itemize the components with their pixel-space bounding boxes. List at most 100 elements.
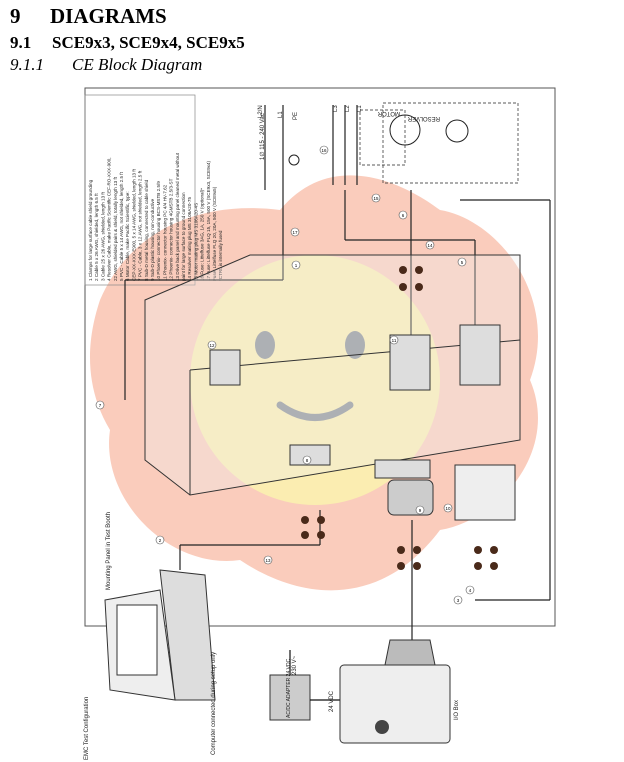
svg-text:8: 8: [306, 458, 309, 463]
sub-d-plug: [387, 479, 434, 516]
pe-label: PE: [293, 112, 299, 120]
legend-item: *CTRL is internally fused: [218, 230, 223, 281]
emc-label: EMC Test Configuration: [84, 697, 90, 760]
eye-icon: [345, 331, 365, 359]
svg-text:16: 16: [321, 148, 327, 153]
legend-item: 12 Phoenix- connector housing 4GMSTB 2.5…: [169, 178, 174, 281]
legend-item: 16 Fuse: Littelfuse 3AG, 1A, 250 V (opti…: [200, 188, 205, 281]
servo-drive: [144, 254, 521, 521]
power-connector: [389, 334, 431, 391]
motor-symbol: [389, 114, 421, 146]
legend-item: 3 Cable 25 x 26 AWG, shielded, length 13…: [100, 191, 105, 281]
l2n-label: L2/N: [258, 105, 264, 118]
legend-item: 2 Cable 5 x 26 AWG, shielded, length 6.5…: [94, 193, 99, 281]
vdc-label: 24 VDC: [329, 690, 335, 712]
svg-text:2: 2: [159, 538, 162, 543]
io-sub-d-plug: [384, 639, 436, 666]
svg-text:10: 10: [445, 506, 451, 511]
svg-text:12: 12: [209, 343, 215, 348]
motor-connector: [459, 324, 501, 386]
svg-text:17: 17: [292, 230, 298, 235]
svg-text:4: 4: [469, 588, 472, 593]
wiring: [124, 102, 551, 640]
heading-number: 9.1.1: [10, 55, 44, 74]
callout-17: 17: [290, 227, 300, 237]
legend: 1 Clamps for large surface cable shield …: [88, 152, 223, 281]
legend-item: 17 Fuse: Littelfuse FLQ 15, 15A, 500 V (…: [206, 161, 211, 281]
sub-d-connector-25: [374, 459, 431, 479]
heading-number: 9: [10, 4, 21, 28]
callout-14: 14: [425, 240, 435, 250]
resolver-symbol: [445, 119, 469, 143]
legend-box: [84, 94, 196, 286]
svg-text:7: 7: [99, 403, 102, 408]
acdc-adapter: [269, 674, 311, 721]
legend-item: 13 Drive back panel and mounting panel c…: [175, 152, 180, 281]
callout-11: 11: [389, 335, 399, 345]
heading-diagrams: 9 DIAGRAMS: [10, 4, 167, 29]
svg-text:13: 13: [265, 558, 271, 563]
heading-title: DIAGRAMS: [50, 4, 167, 28]
ground-symbol-icon: [288, 154, 300, 166]
svg-text:1: 1: [295, 263, 298, 268]
legend-item: 9 Sub-D plastic housing, non-conductive: [150, 198, 155, 281]
callout-7: 7: [95, 400, 105, 410]
callout-10: 10: [443, 503, 453, 513]
resolver-connector: [454, 464, 516, 521]
callout-13: 13: [263, 555, 273, 565]
svg-text:3: 3: [457, 598, 460, 603]
legend-item: paint for large surface to ground connec…: [181, 192, 186, 281]
io-knob: [375, 720, 389, 734]
l1-label: L1: [278, 111, 284, 118]
mounting-panel-label: Mounting Panel in Test Booth: [106, 512, 112, 590]
svg-text:14: 14: [427, 243, 433, 248]
adapter-label: AC/DC ADAPTER 24 VDC: [286, 658, 292, 718]
legend-item: 14 Resolver mating plug MS 3106A20-75: [187, 197, 192, 281]
callout-16: 16: [319, 145, 329, 155]
l1b-label: L1: [357, 105, 363, 112]
svg-text:11: 11: [392, 338, 397, 343]
callout-9: 9: [415, 505, 425, 515]
legend-item: 6 Motor Cable, make Pacific Scientific, …: [125, 191, 130, 281]
legend-item: 11 Phoenix- connector housing PC 4/4 HV-…: [162, 184, 167, 281]
legend-item: 1 Clamps for large surface cable shield …: [88, 179, 93, 281]
smile-icon: [276, 401, 354, 421]
legend-item: 4 Resolver Cable, make Pacific Scientifi…: [107, 157, 112, 281]
callout-3: 3: [453, 595, 463, 605]
legend-item: 10 Phoenix- connector housing BCS-MSTB 2…: [156, 181, 161, 281]
callout-8: 8: [302, 455, 312, 465]
legend-item: 5 PVC - Cable 5 x 14 AWG, not shielded, …: [119, 171, 124, 281]
legend-item: 22 AWG, shielded pairs & shield, totally…: [113, 176, 118, 281]
legend-item: CEP-XX-XXX-E900, 5 x 14 AWG, shielded, l…: [131, 168, 136, 281]
io-box: [339, 664, 451, 744]
laptop-computer: [104, 569, 216, 701]
callout-12: 12: [207, 340, 217, 350]
legend-item: 15 Motor mating plug MS 3106A20-4S: [193, 203, 198, 281]
legend-item: 8 Sub-D metal housing, connected to cabl…: [144, 179, 149, 281]
ctrl-connector: [209, 349, 241, 386]
motor-label: MOTOR: [377, 110, 400, 116]
io-box-label: I/O Box: [454, 700, 460, 720]
shield-clamps: [301, 266, 498, 570]
callout-6: 6: [398, 210, 408, 220]
supply-label: 1∅ 115 - 240 Vac: [259, 113, 266, 160]
eye-icon: [255, 331, 275, 359]
svg-text:5: 5: [461, 260, 464, 265]
sub-d-connector: [289, 444, 331, 466]
svg-text:9: 9: [419, 508, 422, 513]
callout-15: 15: [371, 193, 381, 203]
callout-4: 4: [465, 585, 475, 595]
mains-label: 230 V~: [292, 655, 298, 675]
resolver-label: RESOLVER: [407, 115, 440, 121]
svg-text:15: 15: [373, 196, 379, 201]
l2-label: L2: [345, 105, 351, 112]
callout-5: 5: [457, 257, 467, 267]
l3-label: L3: [333, 105, 339, 112]
legend-item: 7 PVC - Cable, 3 x 12 AWG, not shielded,…: [138, 170, 143, 281]
callout-2: 2: [155, 535, 165, 545]
callout-1: 1: [291, 260, 301, 270]
legend-item: Fuse: Littelfuse FLQ 20, 20A, 500 V (SCE…: [212, 186, 217, 281]
